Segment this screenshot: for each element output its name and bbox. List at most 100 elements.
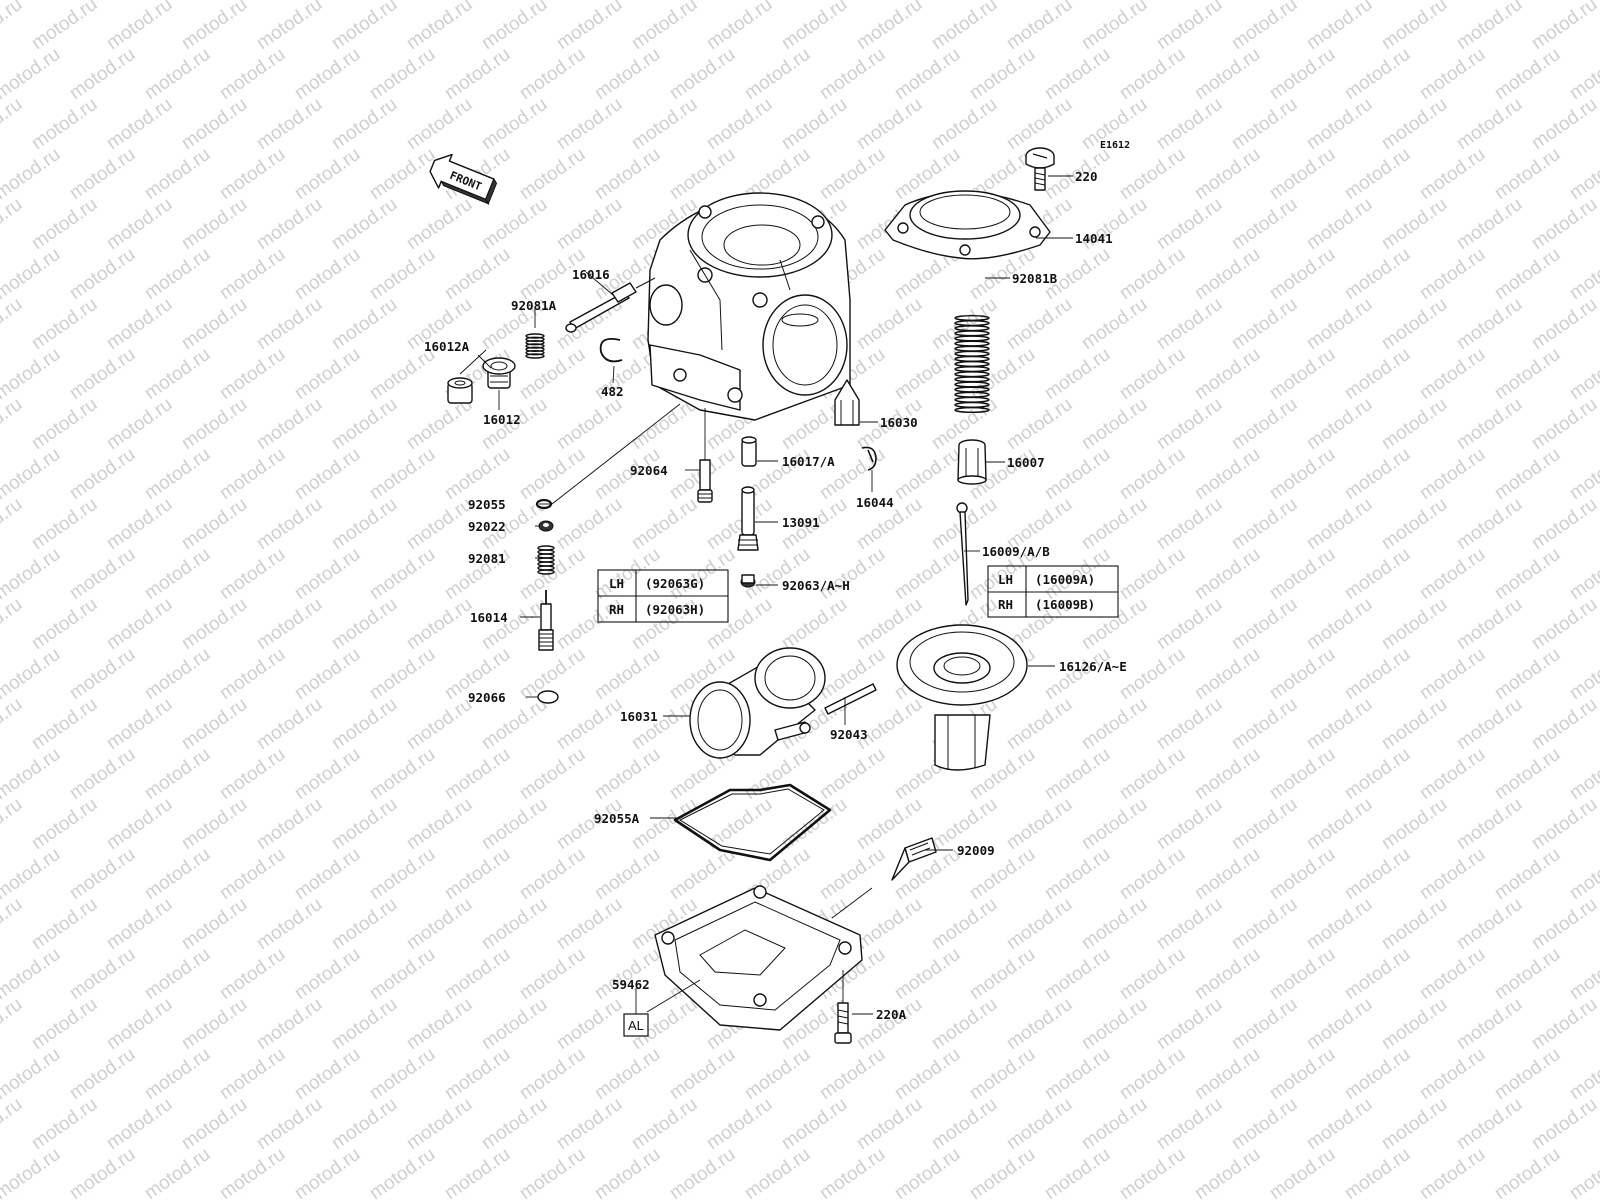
watermark-text: motod.ru <box>0 194 26 254</box>
watermark-text: motod.ru <box>1453 894 1526 954</box>
label-92055: 92055 <box>468 497 506 512</box>
watermark-text: motod.ru <box>28 1094 101 1154</box>
watermark-text: motod.ru <box>0 494 26 554</box>
watermark-text: motod.ru <box>1266 44 1339 104</box>
watermark-text: motod.ru <box>666 44 739 104</box>
watermark-text: motod.ru <box>253 494 326 554</box>
part-16030-valve <box>834 379 860 426</box>
watermark-text: motod.ru <box>66 844 139 904</box>
watermark-text: motod.ru <box>1566 644 1600 704</box>
watermark-text: motod.ru <box>1191 44 1264 104</box>
label-482: 482 <box>601 384 624 399</box>
watermark-text: motod.ru <box>291 44 364 104</box>
watermark-text: motod.ru <box>1303 894 1376 954</box>
watermark-text: motod.ru <box>253 994 326 1054</box>
watermark-text: motod.ru <box>0 1094 26 1154</box>
watermark-text: motod.ru <box>141 944 214 1004</box>
watermark-text: motod.ru <box>216 944 289 1004</box>
watermark-text: motod.ru <box>1528 594 1600 654</box>
watermark-text: motod.ru <box>66 1044 139 1104</box>
watermark-text: motod.ru <box>478 794 551 854</box>
diagram-code: E1612 <box>1100 140 1130 151</box>
watermark-text: motod.ru <box>966 44 1039 104</box>
watermark-text: motod.ru <box>328 294 401 354</box>
watermark-text: motod.ru <box>1116 644 1189 704</box>
watermark-text: motod.ru <box>741 44 814 104</box>
watermark-text: motod.ru <box>1378 294 1451 354</box>
watermark-text: motod.ru <box>253 694 326 754</box>
watermark-text: motod.ru <box>141 1144 214 1200</box>
watermark-text: motod.ru <box>1153 194 1226 254</box>
watermark-text: motod.ru <box>1416 744 1489 804</box>
watermark-text: motod.ru <box>966 1144 1039 1200</box>
watermark-text: motod.ru <box>1378 894 1451 954</box>
watermark-text: motod.ru <box>1341 644 1414 704</box>
watermark-text: motod.ru <box>66 744 139 804</box>
watermark-text: motod.ru <box>441 1044 514 1104</box>
watermark-text: motod.ru <box>1566 1144 1600 1200</box>
watermark-text: motod.ru <box>403 194 476 254</box>
watermark-text: motod.ru <box>591 644 664 704</box>
watermark-text: motod.ru <box>253 94 326 154</box>
label-92043: 92043 <box>830 727 868 742</box>
watermark-text: motod.ru <box>441 44 514 104</box>
watermark-text: motod.ru <box>178 394 251 454</box>
watermark-text: motod.ru <box>1453 594 1526 654</box>
label-92081: 92081 <box>468 551 506 566</box>
watermark-text: motod.ru <box>1566 1044 1600 1104</box>
watermark-text: motod.ru <box>216 1144 289 1200</box>
watermark-text: motod.ru <box>66 1144 139 1200</box>
watermark-text: motod.ru <box>403 694 476 754</box>
watermark-text: motod.ru <box>366 644 439 704</box>
watermark-text: motod.ru <box>553 194 626 254</box>
watermark-text: motod.ru <box>103 594 176 654</box>
watermark-text: motod.ru <box>1228 494 1301 554</box>
watermark-text: motod.ru <box>216 44 289 104</box>
watermark-text: motod.ru <box>1453 494 1526 554</box>
watermark-text: motod.ru <box>1041 1144 1114 1200</box>
watermark-text: motod.ru <box>0 894 26 954</box>
watermark-text: motod.ru <box>66 244 139 304</box>
watermark-text: motod.ru <box>553 694 626 754</box>
watermark-text: motod.ru <box>741 544 814 604</box>
watermark-text: motod.ru <box>891 1144 964 1200</box>
watermark-text: motod.ru <box>1416 444 1489 504</box>
watermark-text: motod.ru <box>1453 394 1526 454</box>
watermark-text: motod.ru <box>328 894 401 954</box>
watermark-text: motod.ru <box>1303 494 1376 554</box>
watermark-text: motod.ru <box>103 694 176 754</box>
watermark-text: motod.ru <box>1116 744 1189 804</box>
watermark-text: motod.ru <box>0 1194 26 1200</box>
watermark-text: motod.ru <box>891 944 964 1004</box>
watermark-text: motod.ru <box>1341 844 1414 904</box>
watermark-text: motod.ru <box>1303 1094 1376 1154</box>
watermark-text: motod.ru <box>1528 994 1600 1054</box>
watermark-text: motod.ru <box>0 544 64 604</box>
watermark-text: motod.ru <box>1003 894 1076 954</box>
watermark-text: motod.ru <box>66 644 139 704</box>
watermark-text: motod.ru <box>141 744 214 804</box>
part-59462-float-bowl <box>654 885 863 1031</box>
watermark-text: motod.ru <box>516 344 589 404</box>
watermark-text: motod.ru <box>928 94 1001 154</box>
watermark-text: motod.ru <box>1078 894 1151 954</box>
watermark-text: motod.ru <box>403 0 476 54</box>
watermark-text: motod.ru <box>591 544 664 604</box>
watermark-text: motod.ru <box>103 994 176 1054</box>
table-16009-row1-part: (16009A) <box>1035 572 1095 587</box>
watermark-text: motod.ru <box>66 944 139 1004</box>
watermark-text: motod.ru <box>366 144 439 204</box>
watermark-text: motod.ru <box>1041 944 1114 1004</box>
watermark-text: motod.ru <box>66 544 139 604</box>
watermark-text: motod.ru <box>591 744 664 804</box>
watermark-text: motod.ru <box>1491 944 1564 1004</box>
part-92081B-spring <box>954 315 990 414</box>
watermark-text: motod.ru <box>291 1044 364 1104</box>
watermark-text: motod.ru <box>1416 944 1489 1004</box>
watermark-text: motod.ru <box>366 1044 439 1104</box>
table-16009-row2-side: RH <box>998 597 1013 612</box>
watermark-text: motod.ru <box>28 594 101 654</box>
watermark-text: motod.ru <box>1341 544 1414 604</box>
watermark-text: motod.ru <box>853 0 926 54</box>
part-482-clip <box>599 337 623 363</box>
